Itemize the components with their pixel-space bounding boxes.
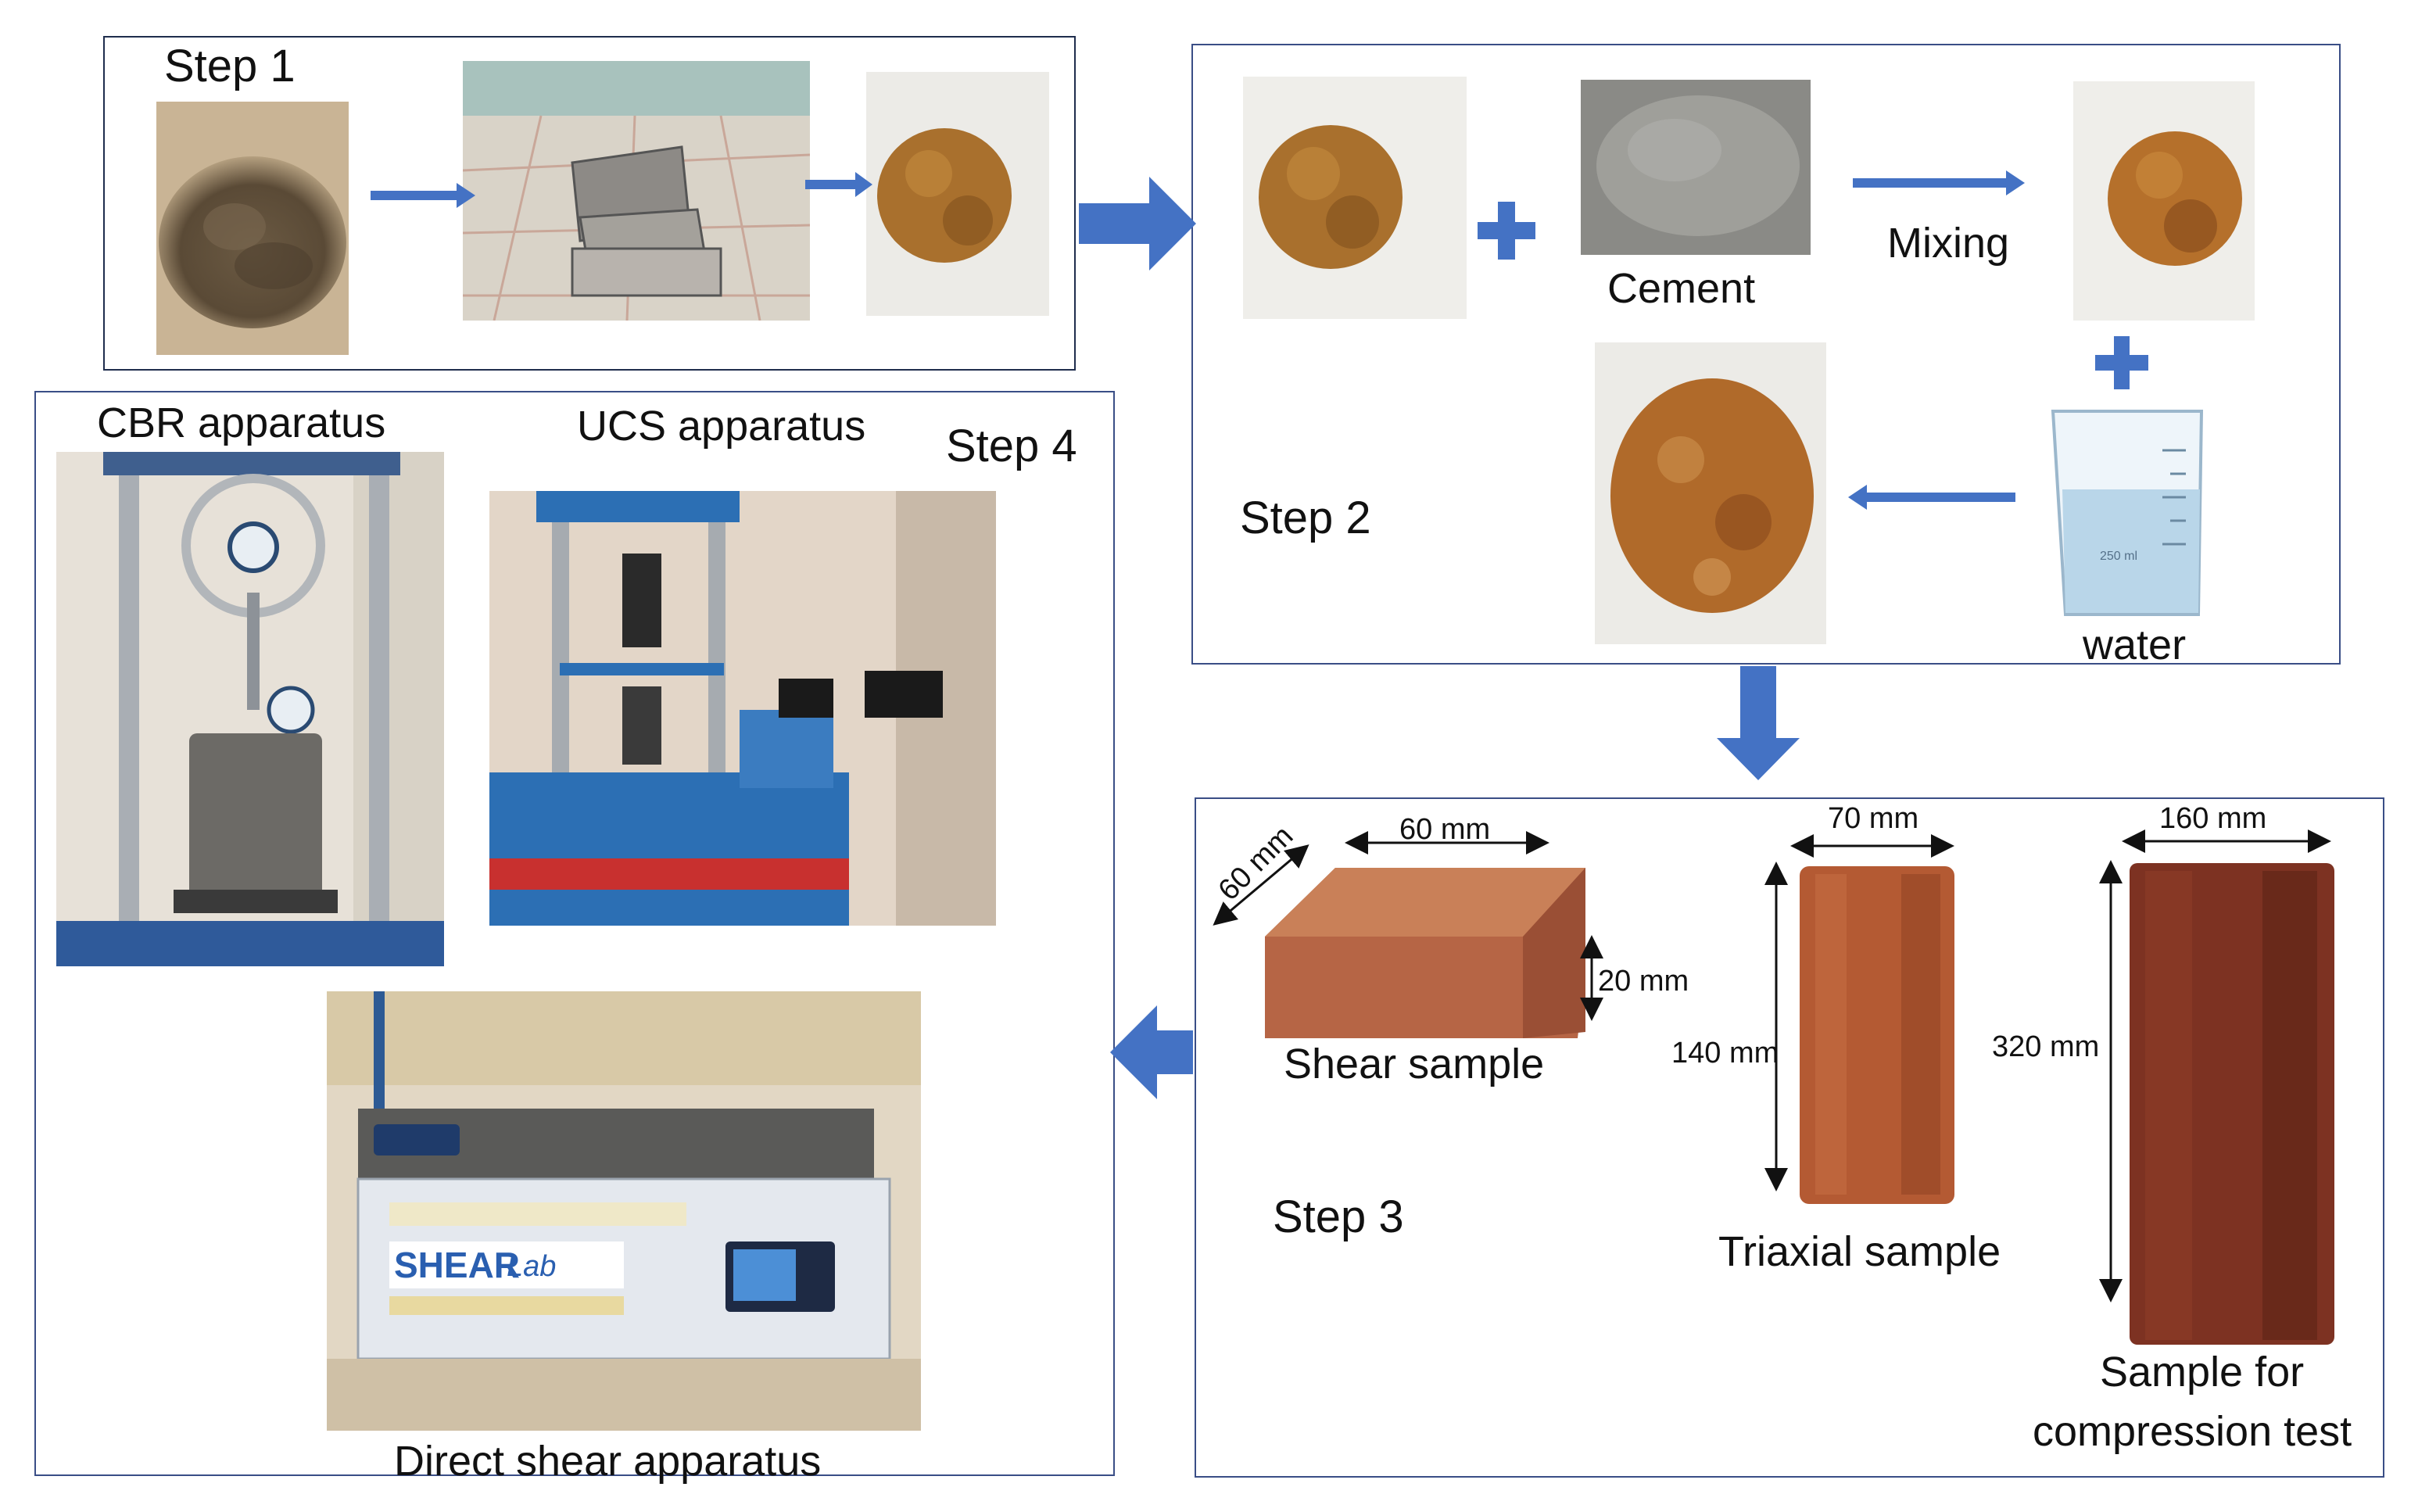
shear-depth-dim <box>1213 844 1309 926</box>
cement-label: Cement <box>1607 265 1756 312</box>
water-beaker-photo: 250 ml <box>2045 403 2219 622</box>
raw-soil-photo <box>156 102 349 355</box>
shearlab-brand: SHEAR <box>394 1245 520 1285</box>
plus-icon-1 <box>1478 202 1535 260</box>
step2-panel: Cement Mixing 250 ml water Step 2 <box>1191 44 2341 668</box>
compression-caption-line1: Sample for <box>2100 1349 2305 1396</box>
step4-label: Step 4 <box>946 421 1077 471</box>
compression-width-label: 160 mm <box>2159 802 2267 835</box>
shearlab-brand-suffix: Lab <box>507 1250 556 1283</box>
shear-sample-caption: Shear sample <box>1284 1041 1545 1087</box>
triaxial-height-label: 140 mm <box>1671 1037 1779 1070</box>
sieved-soil-photo-2 <box>1243 77 1467 319</box>
triaxial-width-label: 70 mm <box>1828 802 1919 835</box>
ucs-apparatus-label: UCS apparatus <box>577 403 866 450</box>
step4-panel: CBR apparatus UCS apparatus Step 4 <box>34 391 1115 1482</box>
step1-to-step2-arrow <box>1079 177 1196 271</box>
step2-label: Step 2 <box>1240 493 1371 543</box>
step1-label: Step 1 <box>164 41 296 91</box>
direct-shear-apparatus-photo: SHEAR Lab <box>327 991 921 1431</box>
direct-shear-apparatus-label: Direct shear apparatus <box>394 1438 822 1485</box>
mixing-label: Mixing <box>1887 220 2010 267</box>
sieved-soil-photo <box>866 72 1049 316</box>
compression-height-label: 320 mm <box>1992 1030 2100 1063</box>
water-to-mix-arrow <box>1848 485 2015 510</box>
mixed-soil-photo <box>2073 81 2255 321</box>
wet-mix-photo <box>1595 342 1826 644</box>
step3-to-step4-arrow <box>1110 1005 1193 1099</box>
step1-panel: Step 1 <box>103 36 1076 371</box>
compression-caption-line2: compression test <box>2033 1408 2352 1455</box>
cbr-apparatus-photo <box>56 452 444 966</box>
shear-height-label: 20 mm <box>1598 965 1689 998</box>
sieve-splitter-photo <box>463 61 810 321</box>
step3-panel: 60 mm 60 mm 20 mm Shear sample 70 mm 140… <box>1195 797 2384 1478</box>
mixing-arrow <box>1853 170 2025 195</box>
water-label: water <box>2083 622 2187 668</box>
svg-text:250 ml: 250 ml <box>2100 550 2137 563</box>
ucs-apparatus-photo <box>489 491 996 926</box>
shear-sample-photo <box>1265 868 1585 1038</box>
plus-icon-2 <box>2095 336 2148 389</box>
compression-sample-photo <box>2130 863 2334 1345</box>
triaxial-sample-caption: Triaxial sample <box>1718 1228 2001 1275</box>
cement-photo <box>1581 80 1811 255</box>
step3-label: Step 3 <box>1273 1191 1404 1242</box>
step2-to-step3-arrow <box>1717 666 1800 780</box>
cbr-apparatus-label: CBR apparatus <box>97 399 386 446</box>
step1-arrow-1 <box>371 183 475 208</box>
triaxial-sample-photo <box>1800 866 1954 1204</box>
step1-arrow-2 <box>805 172 872 197</box>
